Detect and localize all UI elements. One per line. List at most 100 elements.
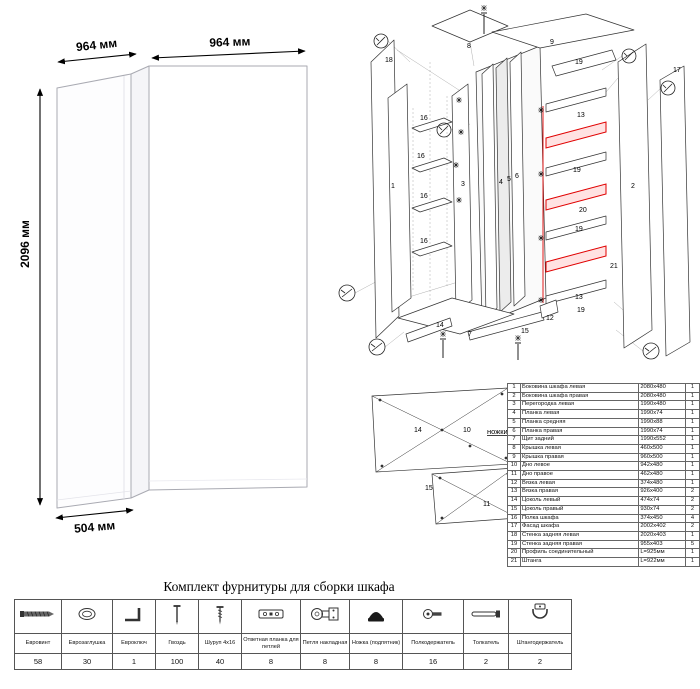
- part-size: 942x480: [638, 461, 687, 472]
- part-name: Стенка задняя правая: [519, 539, 640, 550]
- wardrobe-corner-face: [130, 65, 150, 499]
- hardware-qty: 1: [112, 653, 156, 670]
- part-name: Планка правая: [519, 426, 640, 437]
- hardware-name: Евроключ: [112, 633, 156, 654]
- hardware-qty: 8: [349, 653, 403, 670]
- screw-detail-circle: [368, 338, 386, 356]
- part-qty: 1: [685, 557, 700, 567]
- part-no: 18: [507, 530, 521, 541]
- foot-icon: [349, 599, 403, 634]
- part-name: Боковина шкафа правая: [519, 391, 640, 402]
- shelf-pin-icon: [402, 599, 464, 634]
- part-size: 2080x480: [638, 391, 687, 402]
- part-qty: 2: [685, 504, 700, 515]
- part-no: 2: [507, 391, 521, 402]
- part-no: 16: [507, 513, 521, 524]
- part-callout-9: 9: [550, 39, 554, 46]
- part-no: 6: [507, 426, 521, 437]
- highlighted-planks: [542, 106, 607, 303]
- screw-detail-circle: [660, 80, 676, 96]
- part-size: 930x74: [638, 504, 687, 515]
- legs-detail: [371, 387, 519, 525]
- dim-arrow-width-right: [151, 48, 306, 61]
- hardware-qty: 8: [241, 653, 301, 670]
- hardware-name: Еврозаглушка: [61, 633, 113, 654]
- screw-detail-circle: [621, 48, 637, 64]
- screw-detail-circle: [373, 33, 389, 49]
- hardware-name: Штангодержатель: [508, 633, 572, 654]
- screw-icon: [481, 5, 487, 34]
- part-no: 9: [507, 452, 521, 463]
- part-size: L=925мм: [638, 548, 687, 559]
- nail-icon: [155, 599, 199, 634]
- part-callout-15: 15: [521, 328, 529, 335]
- plinth-left-14: [405, 317, 453, 343]
- part-size: 374x450: [638, 513, 687, 524]
- part-callout-4: 4: [499, 179, 503, 186]
- hardware-kit-title: Комплект фурнитуры для сборки шкафа: [163, 579, 395, 594]
- hardware-qty: 30: [61, 653, 113, 670]
- hardware-qty: 16: [402, 653, 464, 670]
- hardware-name: Ответная планка для петлей: [241, 633, 301, 654]
- part-name: Штанга: [519, 557, 640, 567]
- part-name: Перегородка левая: [519, 400, 640, 411]
- part-no: 14: [507, 496, 521, 506]
- part-name: Вязка левая: [519, 478, 640, 489]
- right-ties-13-19: [545, 87, 607, 305]
- leg-position-dots: [378, 392, 508, 468]
- part-qty: 1: [685, 435, 700, 445]
- exploded-view: [354, 9, 691, 357]
- part-no: 12: [507, 478, 521, 489]
- part-callout-17: 17: [673, 67, 681, 74]
- part-size: 2080x480: [638, 383, 687, 393]
- part-callout-16: 16: [417, 153, 425, 160]
- screw-icon: [515, 335, 521, 360]
- legs-label: ножки: [487, 427, 508, 436]
- part-callout-11: 11: [483, 501, 490, 508]
- part-qty: 1: [685, 417, 700, 428]
- part-no: 11: [507, 470, 521, 480]
- part-name: Планка средняя: [519, 417, 640, 428]
- part-callout-19: 19: [577, 307, 585, 314]
- cap-icon: [61, 599, 113, 634]
- projection-dashed-lines: [412, 62, 448, 300]
- part-qty: 1: [685, 383, 700, 393]
- fastener-callouts: [338, 33, 676, 360]
- top-cover-left-8: [431, 9, 509, 43]
- dim-depth-label: 504 мм: [74, 518, 116, 536]
- part-callout-1: 1: [391, 183, 395, 190]
- part-qty: 1: [685, 461, 700, 472]
- part-name: Профиль соединительный: [519, 548, 640, 559]
- part-qty: 1: [685, 530, 700, 541]
- part-qty: 1: [685, 548, 700, 559]
- screw-icon: [440, 331, 446, 358]
- part-callout-10: 10: [463, 427, 471, 434]
- hardware-qty: 2: [463, 653, 509, 670]
- part-size: 2002x402: [638, 522, 687, 532]
- hex-key-icon: [112, 599, 156, 634]
- part-size: 1990x88: [638, 417, 687, 428]
- dimension-annotations: 964 мм 964 мм 2096 мм 504 мм: [18, 34, 306, 536]
- part-callout-16: 16: [420, 193, 428, 200]
- part-no: 3: [507, 400, 521, 411]
- part-name: Цоколь правый: [519, 504, 640, 515]
- part-name: Крышка правая: [519, 452, 640, 463]
- tie-12: [539, 299, 559, 319]
- partition-3: [451, 83, 473, 313]
- part-qty: 1: [685, 470, 700, 480]
